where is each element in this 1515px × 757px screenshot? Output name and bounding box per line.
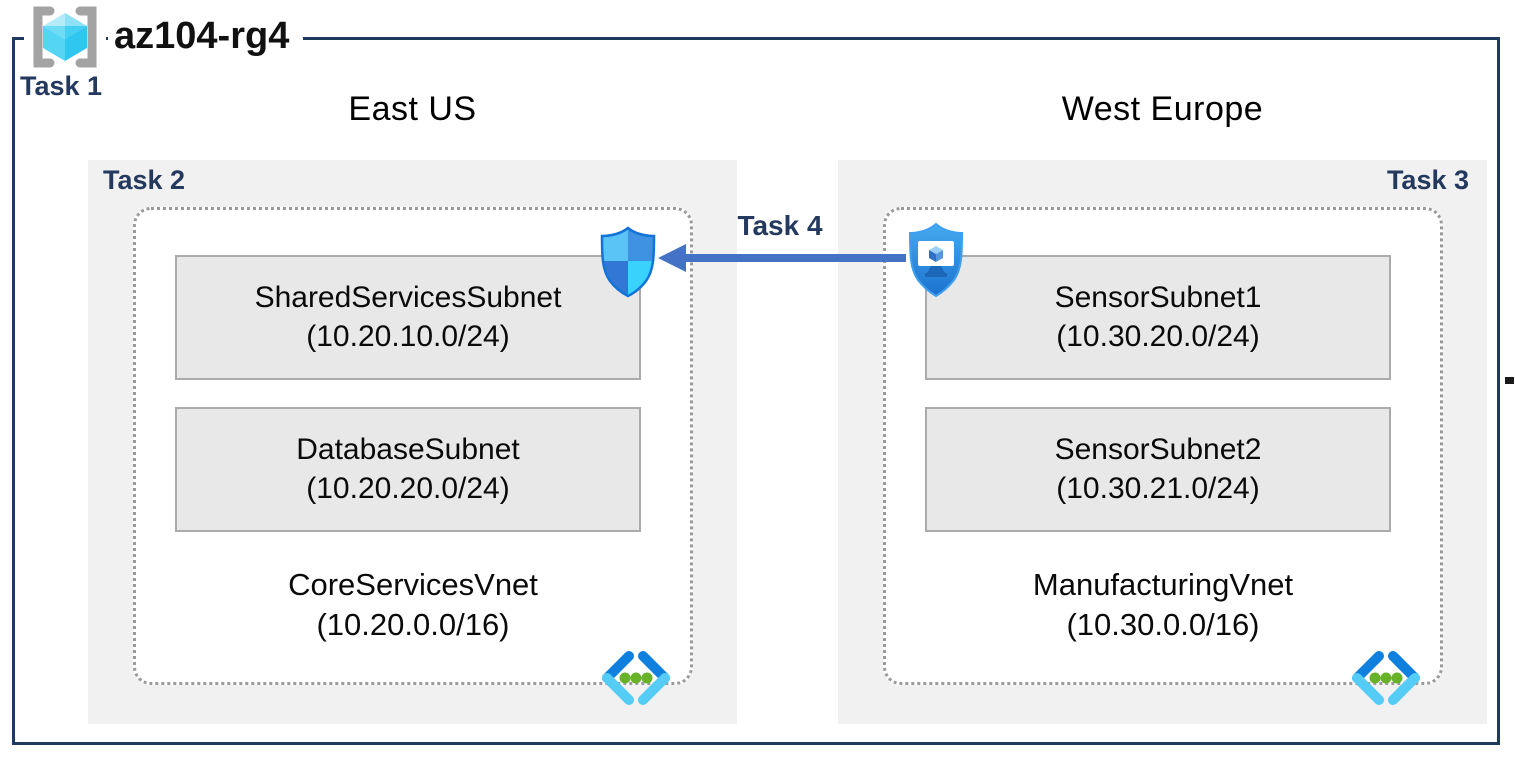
subnet-name: SharedServicesSubnet [254, 281, 562, 315]
subnet-card-sensor1: SensorSubnet1 (10.30.20.0/24) [925, 255, 1391, 380]
subnet-name: DatabaseSubnet [296, 433, 520, 467]
vnet-name: ManufacturingVnet [1032, 567, 1294, 602]
subnet-cidr: (10.30.20.0/24) [1056, 319, 1260, 353]
region-title-east-us: East US [348, 90, 477, 128]
subnet-cidr: (10.30.21.0/24) [1056, 471, 1260, 505]
subnet-cidr: (10.20.10.0/24) [306, 319, 510, 353]
task-4-label: Task 4 [737, 210, 823, 241]
vnet-label-manufacturing: ManufacturingVnet (10.30.0.0/16) [886, 565, 1440, 646]
vnet-box-coreservices: SharedServicesSubnet (10.20.10.0/24) Dat… [133, 207, 693, 685]
vnet-address-space: (10.30.0.0/16) [1066, 607, 1260, 643]
subnet-card-sharedservices: SharedServicesSubnet (10.20.10.0/24) [175, 255, 641, 380]
resource-group-title: az104-rg4 [108, 14, 304, 60]
vnet-address-space: (10.20.0.0/16) [316, 607, 510, 643]
task-1-label: Task 1 [20, 71, 103, 101]
resource-group-icon-svg [33, 6, 97, 68]
peering-arrow-left-icon [658, 244, 906, 272]
resource-group-boundary [12, 37, 1500, 745]
subnet-name: SensorSubnet2 [1054, 433, 1262, 467]
region-title-west-europe: West Europe [1061, 90, 1264, 128]
vnet-name: CoreServicesVnet [288, 567, 538, 602]
task-2-label: Task 2 [103, 165, 186, 195]
subnet-card-database: DatabaseSubnet (10.20.20.0/24) [175, 407, 641, 532]
task-3-label: Task 3 [1386, 165, 1469, 195]
vnet-box-manufacturing: SensorSubnet1 (10.30.20.0/24) SensorSubn… [883, 207, 1443, 685]
vnet-label-coreservices: CoreServicesVnet (10.20.0.0/16) [136, 565, 690, 646]
subnet-name: SensorSubnet1 [1054, 281, 1262, 315]
edge-tick-mark [1505, 377, 1514, 384]
subnet-cidr: (10.20.20.0/24) [306, 471, 510, 505]
subnet-card-sensor2: SensorSubnet2 (10.30.21.0/24) [925, 407, 1391, 532]
resource-group-icon [24, 4, 106, 70]
